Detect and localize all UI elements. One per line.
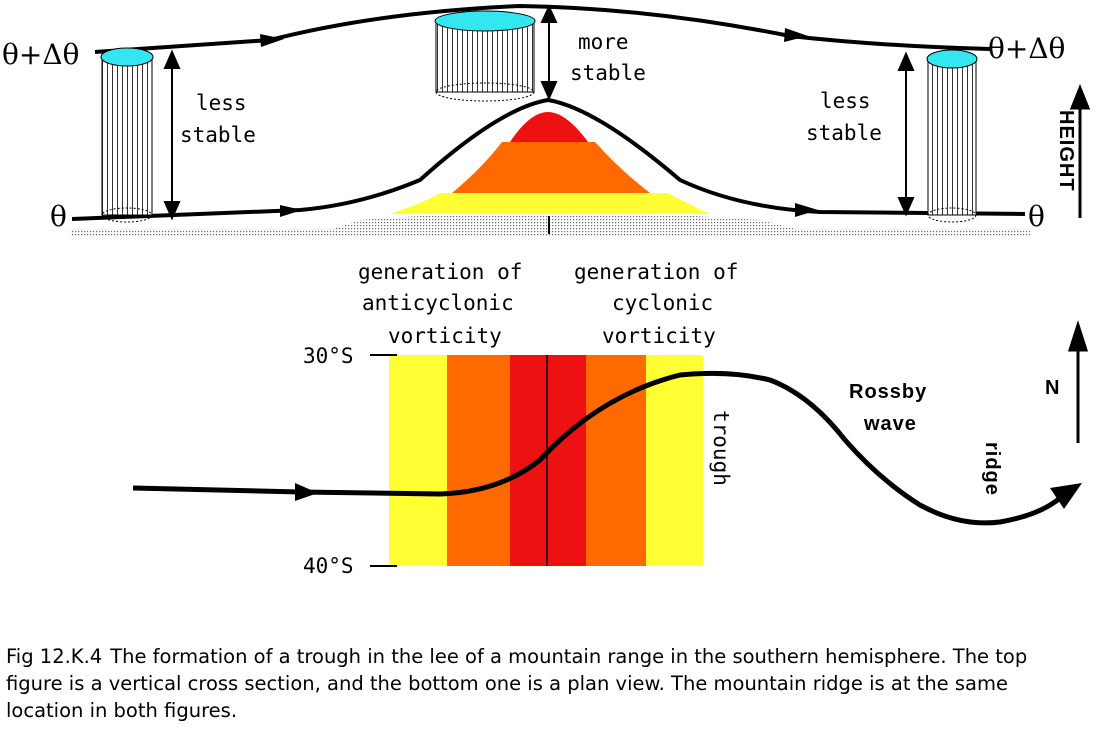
label-more-stable-2: stable — [570, 61, 646, 85]
label-north: N — [1045, 377, 1060, 399]
height-axis — [1069, 83, 1091, 218]
mountain-yellow-band — [390, 193, 710, 214]
label-trough: trough — [709, 410, 733, 486]
label-more-stable-1: more — [578, 30, 629, 54]
label-rossby-1: Rossby — [849, 381, 927, 403]
column-top-right — [926, 49, 978, 69]
label-less-stable-left-2: stable — [180, 123, 256, 147]
label-less-stable-left-1: less — [196, 91, 247, 115]
mountain-red-band — [510, 112, 588, 142]
rossby-wave-arrow-mid — [295, 483, 318, 501]
isentrope-theta-plus-dtheta — [94, 3, 991, 54]
label-gen-anticyclonic-3: vorticity — [388, 324, 502, 348]
band-yellow-west — [389, 355, 447, 566]
label-gen-anticyclonic-1: generation of — [358, 260, 522, 284]
stability-arrow-right — [897, 51, 915, 217]
band-red — [510, 355, 586, 566]
isentrope-upper-arrow-right — [784, 28, 808, 42]
band-orange-east — [586, 355, 646, 566]
rossby-wave-path — [132, 370, 1062, 526]
ground-shadow — [330, 212, 800, 230]
label-gen-cyclonic-2: cyclonic — [612, 291, 713, 315]
label-less-stable-right-1: less — [820, 89, 871, 113]
column-top-left — [100, 47, 154, 67]
mountain — [390, 112, 710, 234]
label-theta-right: θ — [1028, 200, 1045, 233]
isentrope-theta-arrow-left — [280, 205, 302, 217]
rossby-wave-arrowhead — [1050, 483, 1082, 509]
label-theta-dtheta-right: θ+Δθ — [988, 32, 1065, 65]
caption-fig-label: Fig 12.K.4 — [6, 645, 103, 668]
air-column-left — [100, 47, 154, 223]
caption-text: The formation of a trough in the lee of … — [6, 645, 1028, 722]
label-ridge: ridge — [981, 442, 1003, 496]
label-gen-cyclonic-3: vorticity — [602, 324, 716, 348]
label-rossby-2: wave — [863, 413, 917, 435]
label-lat-bottom: 40°S — [303, 554, 354, 578]
band-orange-west — [447, 355, 510, 566]
isentrope-theta — [71, 97, 1026, 221]
mountain-plan-bands — [389, 355, 703, 566]
label-less-stable-right-2: stable — [806, 121, 882, 145]
cross-section: HEIGHT θ+Δθ θ+Δθ θ θ less stable more st… — [2, 3, 1091, 236]
north-arrow-icon — [1067, 320, 1089, 443]
air-column-right — [926, 49, 978, 223]
isentrope-theta-arrow-right — [795, 203, 818, 217]
label-gen-anticyclonic-2: anticyclonic — [362, 291, 514, 315]
air-column-center — [434, 10, 536, 102]
height-axis-label: HEIGHT — [1055, 110, 1077, 192]
label-lat-top: 30°S — [303, 344, 354, 368]
plan-view: generation of anticyclonic vorticity gen… — [132, 260, 1089, 578]
label-gen-cyclonic-1: generation of — [574, 260, 738, 284]
isentrope-upper-arrow-left — [260, 34, 284, 47]
column-top-center — [434, 10, 536, 32]
label-theta-dtheta-left: θ+Δθ — [2, 38, 79, 71]
label-theta-left: θ — [50, 200, 67, 233]
band-yellow-east — [646, 355, 703, 566]
stability-arrow-left — [163, 49, 181, 221]
stability-arrow-center — [540, 4, 558, 101]
mountain-orange-band — [452, 142, 650, 193]
